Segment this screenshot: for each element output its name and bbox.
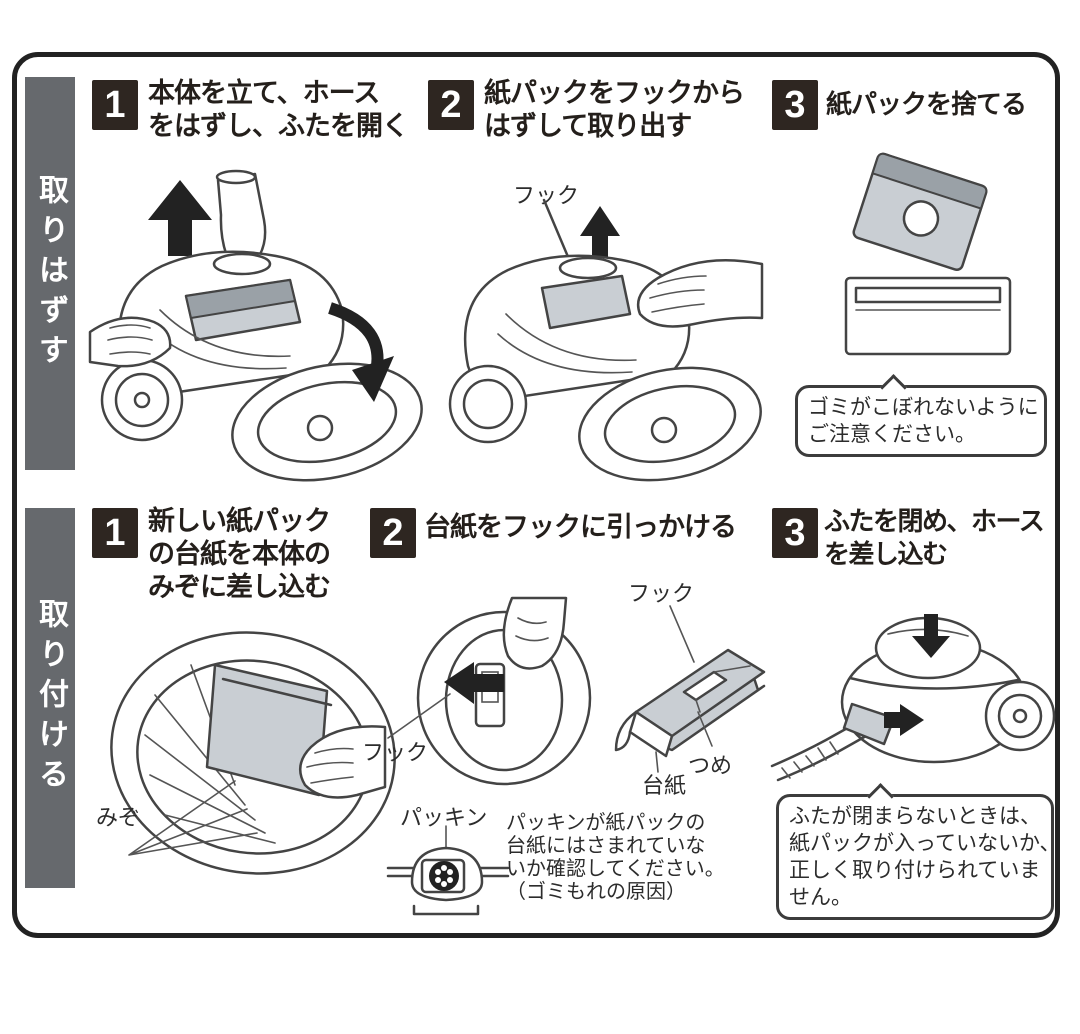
step-title-line: 紙パックをフックから xyxy=(484,78,745,108)
step-title-line: をはずし、ふたを開く xyxy=(148,111,409,141)
step-title-line: 紙パックを捨てる xyxy=(826,89,1027,119)
note-bubble-remove: ゴミがこぼれないように ご注意ください。 xyxy=(795,374,1047,457)
arrow-left-icon xyxy=(444,662,504,704)
hook-detail-label: フック xyxy=(628,581,695,606)
step-title-line: 新しい紙パック xyxy=(148,506,331,536)
packing-label: パッキン xyxy=(400,805,488,830)
note-line: ご注意ください。 xyxy=(808,423,976,446)
step-title-remove-1: 本体を立て、ホース をはずし、ふたを開く xyxy=(148,77,409,143)
arrow-up-small-icon xyxy=(580,206,620,260)
tsume-label: つめ xyxy=(688,753,733,778)
note-line: ゴミがこぼれないように xyxy=(808,396,1039,419)
step-title-attach-1: 新しい紙パック の台紙を本体の みぞに差し込む xyxy=(148,505,331,604)
step-title-line: はずして取り出す xyxy=(484,111,692,141)
hook-bar xyxy=(614,648,766,758)
hook-cardboard-illustration xyxy=(380,596,600,798)
note-line: いか確認してください。 xyxy=(506,858,725,880)
section-remove-sidebar: 取りはずす xyxy=(25,77,75,470)
arrow-right-icon xyxy=(884,704,924,736)
packing-diagram xyxy=(386,825,510,923)
paper-pack xyxy=(852,152,988,271)
daishi-label: 台紙 xyxy=(642,773,687,798)
vacuum-open-lid-illustration xyxy=(88,160,423,482)
step-badge-attach-3: 3 xyxy=(772,508,818,558)
step-title-line: ふたを閉め、ホース xyxy=(824,506,1045,536)
note-line: 紙パックが入っていないか、 xyxy=(789,832,1061,855)
paper-pack-cardboard xyxy=(205,663,333,797)
step-badge-attach-2: 2 xyxy=(370,508,416,558)
note-line: ふたが閉まらないときは、 xyxy=(789,805,1041,828)
step-title-remove-3: 紙パックを捨てる xyxy=(826,88,1027,121)
hose xyxy=(770,702,896,782)
hand-left xyxy=(88,316,172,368)
mizo-label: みぞ xyxy=(96,805,141,830)
discard-pack-illustration xyxy=(810,152,1050,380)
hand-right xyxy=(636,259,764,328)
note-line: （ゴミもれの原因） xyxy=(506,881,686,903)
hook-left-label: フック xyxy=(362,740,429,765)
step-badge-remove-3: 3 xyxy=(772,80,818,130)
note-line: 正しく取り付けられていま xyxy=(789,859,1041,882)
packing-note: パッキンが紙パックの 台紙にはさまれていな いか確認してください。 （ゴミもれの… xyxy=(506,812,725,904)
close-lid-hose-illustration xyxy=(770,598,1057,793)
arrow-curved-icon xyxy=(328,302,394,402)
step-badge-attach-1: 1 xyxy=(92,508,138,558)
hand-top xyxy=(502,596,568,670)
note-line: せん。 xyxy=(789,886,852,909)
note-line: 台紙にはさまれていな xyxy=(506,835,706,857)
arrow-up-icon xyxy=(148,180,212,256)
hand-right xyxy=(298,725,387,799)
note-line: パッキンが紙パックの xyxy=(506,812,706,834)
step-title-attach-3: ふたを閉め、ホース を差し込む xyxy=(824,505,1045,571)
step-title-attach-2: 台紙をフックに引っかける xyxy=(424,511,737,544)
insert-pack-illustration xyxy=(95,605,396,905)
step-title-line: みぞに差し込む xyxy=(148,572,331,602)
step-title-line: を差し込む xyxy=(824,539,948,569)
vacuum-remove-pack-illustration xyxy=(432,168,764,482)
mizo-leader-lines xyxy=(128,780,258,856)
step-badge-remove-2: 2 xyxy=(428,80,474,130)
step-title-remove-2: 紙パックをフックから はずして取り出す xyxy=(484,77,745,143)
trash-bin xyxy=(844,276,1012,356)
hook-detail-illustration xyxy=(600,600,780,795)
step-title-line: 本体を立て、ホース xyxy=(148,78,380,108)
note-bubble-attach: ふたが閉まらないときは、 紙パックが入っていないか、 正しく取り付けられていま … xyxy=(776,783,1061,920)
hose-piece xyxy=(215,169,267,266)
section-attach-label: 取り付ける xyxy=(34,598,67,798)
section-remove-label: 取りはずす xyxy=(34,173,67,374)
step-badge-remove-1: 1 xyxy=(92,80,138,130)
step-title-line: 台紙をフックに引っかける xyxy=(424,512,737,542)
step-title-line: の台紙を本体の xyxy=(148,539,331,569)
arrow-down-icon xyxy=(912,614,950,658)
open-lid xyxy=(578,366,762,482)
section-attach-sidebar: 取り付ける xyxy=(25,508,75,888)
